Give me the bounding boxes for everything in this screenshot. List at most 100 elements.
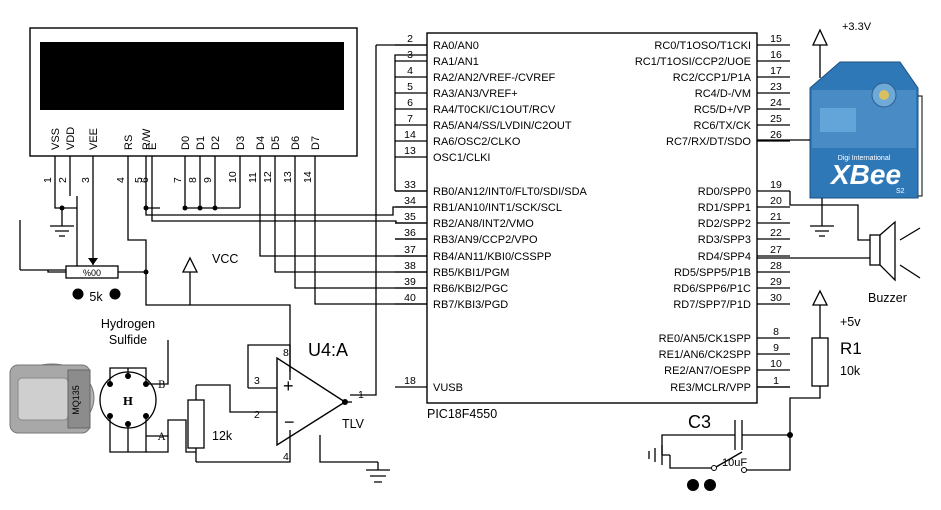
lcd-power-wiring bbox=[19, 196, 98, 271]
mcu-left-pin-number: 2 bbox=[407, 33, 413, 45]
mcu-left-pin-number: 3 bbox=[407, 49, 413, 61]
mcu-right-pin-label: RC2/CCP1/P1A bbox=[673, 72, 752, 84]
lcd-ground-symbol bbox=[50, 225, 74, 237]
lcd-pin-number: 2 bbox=[57, 177, 69, 183]
lcd-pin-number: 6 bbox=[139, 177, 151, 183]
mcu-left-pin-label: RA2/AN2/VREF-/CVREF bbox=[433, 72, 556, 84]
resistor-r1: +5v R1 10k bbox=[757, 289, 862, 438]
pot-value: 5k bbox=[89, 290, 103, 304]
sensor-name-2: Sulfide bbox=[109, 333, 147, 347]
lcd-module: VSS1VDD2VEE3RS4R/W5E6D07D18D29D310D411D5… bbox=[29, 27, 358, 196]
lcd-pin-number: 4 bbox=[115, 177, 127, 183]
mcu-left-pin-label: RB3/AN9/CCP2/VPO bbox=[433, 234, 538, 246]
mcu-left-pin-number: 14 bbox=[404, 129, 416, 141]
opamp-pin-minus: 2 bbox=[254, 409, 260, 421]
lcd-pin-number: 8 bbox=[187, 177, 199, 183]
mcu-left-pin-label: RB4/AN11/KBI0/CSSPP bbox=[433, 251, 551, 263]
mcu-left-pin-label: RB6/KBI2/PGC bbox=[433, 283, 508, 295]
mcu-left-pin-number: 4 bbox=[407, 65, 413, 77]
mcu-right-pin-label: RC6/TX/CK bbox=[694, 120, 752, 132]
lcd-pin-number: 9 bbox=[202, 177, 214, 183]
lcd-pin-label: E bbox=[147, 143, 159, 150]
c3-name: C3 bbox=[688, 412, 711, 432]
mq135-sensor-image: MQ135 bbox=[9, 363, 95, 434]
mcu-right-pin-number: 17 bbox=[770, 65, 782, 77]
mcu-left-pin-label: OSC1/CLKI bbox=[433, 152, 490, 164]
mcu-right-pin-number: 9 bbox=[773, 342, 779, 354]
opamp-pin-gnd: 4 bbox=[283, 451, 289, 463]
opamp-pin-vdd: 8 bbox=[283, 347, 289, 359]
resistor-12k: 12k bbox=[187, 384, 291, 463]
mcu-right-pin-label: RD1/SPP1 bbox=[698, 202, 751, 214]
opamp-minus-sign: − bbox=[284, 412, 295, 432]
lcd-pin-number: 14 bbox=[302, 171, 314, 183]
lcd-pin-label: VDD bbox=[65, 127, 77, 150]
opamp-type: TLV bbox=[342, 417, 365, 431]
lcd-screen bbox=[40, 42, 344, 110]
r1-value: 10k bbox=[840, 364, 861, 378]
mcu-left-pin-label: RB0/AN12/INT0/FLT0/SDI/SDA bbox=[433, 186, 588, 198]
lcd-pin-label: D5 bbox=[270, 136, 282, 150]
mcu-left-pin-number: 7 bbox=[407, 113, 413, 125]
mcu-left-pin-label: RA1/AN1 bbox=[433, 56, 479, 68]
lcd-pin-number: 12 bbox=[262, 171, 274, 183]
opamp-pin-plus: 3 bbox=[254, 375, 260, 387]
lcd-pin-label: D4 bbox=[255, 136, 267, 150]
opamp-name: U4:A bbox=[308, 340, 348, 360]
mcu-left-pin-number: 38 bbox=[404, 260, 416, 272]
mcu-name: PIC18F4550 bbox=[427, 407, 497, 421]
mcu-left-pins: 2RA0/AN03RA1/AN14RA2/AN2/VREF-/CVREF5RA3… bbox=[395, 33, 588, 394]
xbee-logo: XBee bbox=[829, 159, 901, 190]
mcu-right-pin-label: RC5/D+/VP bbox=[694, 104, 751, 116]
vcc-symbol: VCC bbox=[181, 252, 238, 305]
mcu-right-pin-label: RE2/AN7/OESPP bbox=[664, 365, 751, 377]
lcd-pin-label: D6 bbox=[290, 136, 302, 150]
sensor-pin-b: B bbox=[158, 380, 165, 391]
r1-supply: +5v bbox=[840, 315, 861, 329]
mcu-left-pin-label: RA0/AN0 bbox=[433, 40, 479, 52]
mcu-left-pin-number: 13 bbox=[404, 145, 416, 157]
xbee-sub: S2 bbox=[896, 188, 905, 195]
sensor-pin-a: A bbox=[157, 432, 166, 443]
contrast-potentiometer: %00 5k bbox=[47, 265, 149, 304]
lcd-pin-label: D1 bbox=[195, 136, 207, 150]
mcu-left-pin-number: 34 bbox=[404, 195, 416, 207]
mcu-right-pin-number: 19 bbox=[770, 179, 782, 191]
mcu-right-pin-label: RD5/SPP5/P1B bbox=[674, 267, 751, 279]
mcu-right-pin-number: 21 bbox=[770, 211, 782, 223]
mcu-right-pin-label: RD3/SPP3 bbox=[698, 234, 751, 246]
mcu-right-pin-number: 10 bbox=[770, 358, 782, 370]
mcu-right-pin-number: 29 bbox=[770, 276, 782, 288]
sensor-pin-h: H bbox=[123, 395, 133, 408]
mcu-left-pin-label: RA4/T0CKI/C1OUT/RCV bbox=[433, 104, 556, 116]
mcu-right-pin-label: RE3/MCLR/VPP bbox=[670, 382, 751, 394]
reset-button bbox=[687, 479, 716, 491]
xbee-ground-symbol bbox=[810, 225, 834, 237]
mcu-right-pin-label: RC0/T1OSO/T1CKI bbox=[654, 40, 751, 52]
lcd-pin-number: 5 bbox=[133, 177, 145, 183]
lcd-pin-label: D3 bbox=[235, 136, 247, 150]
gas-sensor: Hydrogen Sulfide MQ135 H B A bbox=[9, 317, 196, 453]
mcu-right-pin-number: 26 bbox=[770, 129, 782, 141]
mcu-left-pin-label: RB7/KBI3/PGD bbox=[433, 299, 508, 311]
mcu-right-pin-number: 27 bbox=[770, 244, 782, 256]
lcd-pin-number: 7 bbox=[172, 177, 184, 183]
mcu-left-pin-number: 39 bbox=[404, 276, 416, 288]
mcu-left-pin-number: 33 bbox=[404, 179, 416, 191]
sensor-name-1: Hydrogen bbox=[101, 317, 155, 331]
mcu-left-pin-number: 5 bbox=[407, 81, 413, 93]
mcu-right-pin-label: RC7/RX/DT/SDO bbox=[666, 136, 751, 148]
lcd-pin-label: VEE bbox=[88, 128, 100, 150]
sensor-part: MQ135 bbox=[71, 385, 81, 415]
opamp-u4a: U4:A TLV + − 3 2 1 8 4 bbox=[247, 340, 390, 483]
mcu-right-pin-number: 16 bbox=[770, 49, 782, 61]
mcu-right-pin-label: RD2/SPP2 bbox=[698, 218, 751, 230]
mcu-left-pin-label: RB5/KBI1/PGM bbox=[433, 267, 509, 279]
mcu-right-pin-label: RC1/T1OSI/CCP2/UOE bbox=[635, 56, 751, 68]
mcu-right-pin-number: 24 bbox=[770, 97, 782, 109]
capacitor-c3: C3 10uF bbox=[648, 412, 791, 491]
xbee-brand: Digi International bbox=[838, 155, 891, 162]
mcu-left-pin-label: RA5/AN4/SS/LVDIN/C2OUT bbox=[433, 120, 572, 132]
lcd-pin-number: 10 bbox=[227, 171, 239, 183]
